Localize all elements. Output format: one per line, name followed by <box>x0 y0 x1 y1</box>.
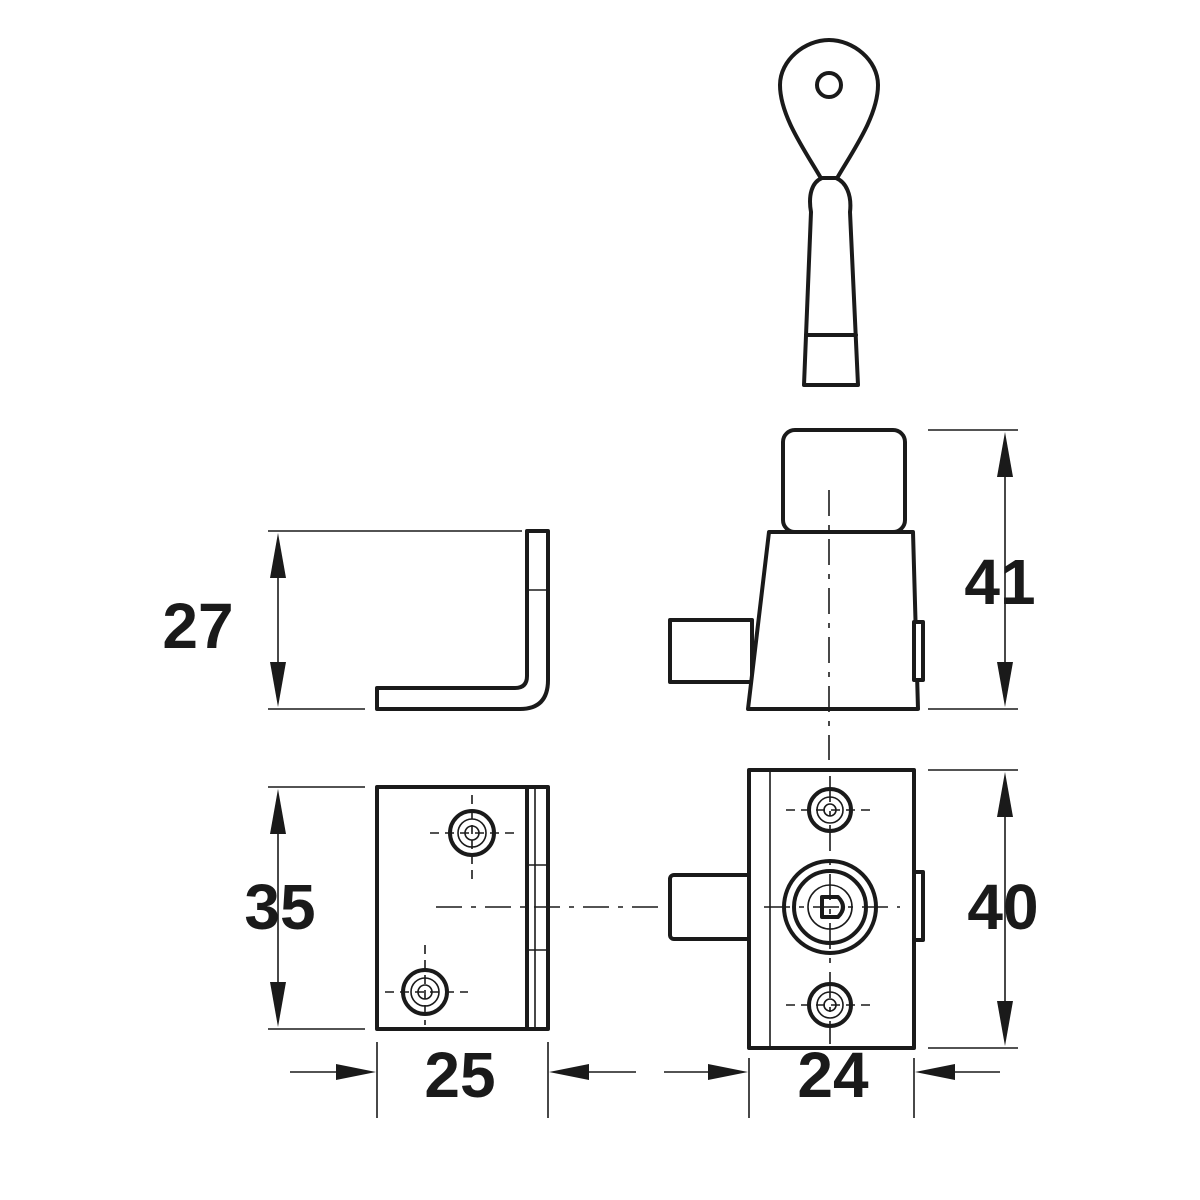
arrowhead <box>336 1064 376 1080</box>
dimension-lock-plate-height: 40 <box>967 871 1038 943</box>
lock-body-side <box>746 530 920 711</box>
lock-bolt-side <box>668 618 754 684</box>
dimension-staple-width: 25 <box>424 1039 495 1111</box>
dimension-staple-height: 27 <box>162 590 233 662</box>
key <box>778 38 880 387</box>
lock-side-view: 41 <box>668 428 1036 760</box>
lock-front-view: 40 <box>668 768 1039 1050</box>
staple-angle-profile <box>375 529 550 711</box>
arrowhead <box>270 533 286 578</box>
staple-return-edge <box>525 785 550 1031</box>
key-bow <box>778 38 880 191</box>
lock-body-front <box>747 768 916 1050</box>
lock-fixing-front <box>912 870 925 942</box>
arrowhead <box>915 1064 955 1080</box>
screw-hole-bottom <box>385 945 468 1025</box>
staple-front-view: 35 <box>244 785 550 1031</box>
arrowhead <box>549 1064 589 1080</box>
lock-fixing-side <box>912 620 925 682</box>
staple-side-view: 27 <box>162 529 550 711</box>
dimension-staple-plate-height: 35 <box>244 871 315 943</box>
arrowhead <box>270 982 286 1027</box>
staple-plate <box>375 785 529 1031</box>
keyhole-icon <box>820 895 845 919</box>
dimension-lock-height: 41 <box>964 546 1035 618</box>
dimension-staple-width-group: 25 <box>290 1039 636 1118</box>
arrowhead <box>270 662 286 707</box>
key-shank <box>802 176 860 387</box>
screw-hole-top <box>430 795 516 880</box>
arrowhead <box>997 432 1013 477</box>
arrowhead <box>708 1064 748 1080</box>
lock-cylinder <box>781 428 907 534</box>
arrowhead <box>997 1001 1013 1046</box>
arrowhead <box>270 789 286 834</box>
lock-bolt-front <box>668 873 762 941</box>
dimension-lock-width: 24 <box>797 1039 869 1111</box>
arrowhead <box>997 662 1013 707</box>
key-hole <box>815 71 843 99</box>
dimension-lock-width-group: 24 <box>664 1039 1000 1118</box>
arrowhead <box>997 772 1013 817</box>
